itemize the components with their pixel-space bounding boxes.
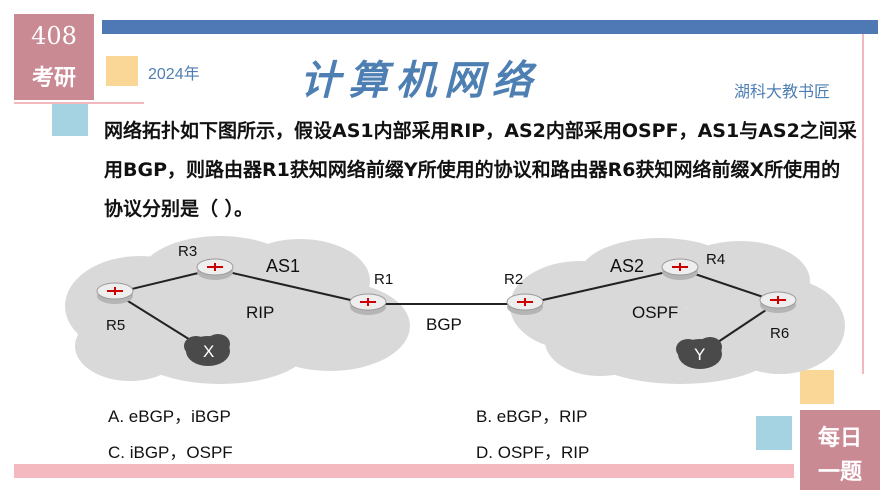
page-title: 计算机网络	[300, 57, 540, 104]
badge-line-2: 一题	[817, 459, 862, 485]
option-a[interactable]: A. eBGP，iBGP	[108, 407, 231, 426]
author-label: 湖科大教书匠	[734, 82, 831, 101]
yellow-square-decoration-bottom	[800, 370, 834, 404]
router-r5-icon	[96, 282, 134, 304]
label-y: Y	[694, 345, 705, 364]
label-r6: R6	[770, 325, 789, 342]
router-r2-icon	[506, 293, 544, 315]
yellow-square-decoration	[106, 56, 138, 86]
label-r4: R4	[706, 251, 725, 268]
router-r4-icon	[661, 258, 699, 280]
label-r1: R1	[374, 271, 393, 288]
network-topology-diagram: R3 AS1 R1 R5 RIP X BGP R2 AS2 R4 OSPF R6…	[65, 236, 845, 384]
year-label: 2024年	[148, 66, 200, 83]
exam-badge: 408 考研	[14, 14, 94, 100]
label-x: X	[203, 342, 214, 361]
network-y	[676, 337, 722, 369]
router-r3-icon	[196, 258, 234, 280]
label-as1: AS1	[266, 256, 300, 276]
label-r5: R5	[106, 317, 125, 334]
label-ospf: OSPF	[632, 303, 678, 322]
badge-line-1: 每日	[817, 425, 862, 451]
daily-question-badge: 每日 一题	[800, 410, 880, 490]
router-r1-icon	[349, 293, 387, 315]
label-rip: RIP	[246, 303, 274, 322]
question-text: 网络拓扑如下图所示，假设AS1内部采用RIP，AS2内部采用OSPF，AS1与A…	[104, 120, 857, 220]
router-r6-icon	[759, 291, 797, 313]
label-r2: R2	[504, 271, 523, 288]
label-as2: AS2	[610, 256, 644, 276]
right-pink-line	[862, 34, 864, 374]
exam-label: 考研	[31, 65, 76, 91]
label-r3: R3	[178, 243, 197, 260]
network-x	[184, 334, 230, 366]
top-blue-bar	[102, 20, 878, 34]
top-left-pink-line	[14, 102, 144, 104]
option-c[interactable]: C. iBGP，OSPF	[108, 443, 233, 462]
option-b[interactable]: B. eBGP，RIP	[476, 407, 588, 426]
label-bgp: BGP	[426, 315, 462, 334]
blue-square-decoration	[52, 104, 88, 136]
blue-square-decoration-bottom	[756, 416, 792, 450]
exam-number: 408	[31, 22, 77, 50]
option-d[interactable]: D. OSPF，RIP	[476, 443, 590, 462]
bottom-pink-bar	[14, 464, 794, 478]
